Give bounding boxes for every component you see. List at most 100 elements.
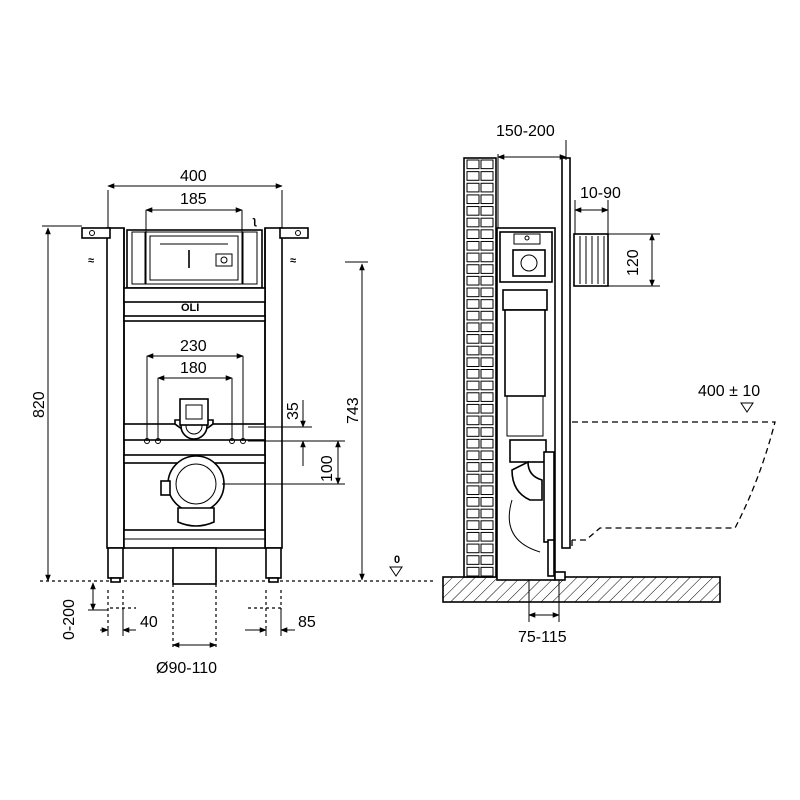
wave-icon-left: ≈ bbox=[88, 255, 94, 267]
brick bbox=[480, 287, 494, 298]
brick bbox=[480, 159, 494, 170]
brick bbox=[480, 240, 494, 251]
brick bbox=[480, 450, 494, 461]
brick bbox=[480, 566, 494, 577]
brick bbox=[480, 171, 494, 181]
brick bbox=[466, 403, 480, 414]
wave-icon-right: ≈ bbox=[290, 255, 296, 267]
brick bbox=[480, 392, 494, 402]
brick bbox=[480, 427, 494, 437]
foot-right bbox=[265, 547, 282, 579]
brick bbox=[466, 438, 480, 449]
brick bbox=[480, 334, 494, 344]
brick bbox=[480, 415, 494, 426]
dim-outlet-height: 743 bbox=[345, 397, 362, 424]
brick bbox=[480, 194, 494, 205]
brick bbox=[466, 380, 480, 391]
brick bbox=[466, 485, 480, 496]
brick bbox=[480, 473, 494, 484]
brick bbox=[480, 264, 494, 274]
brick bbox=[480, 357, 494, 368]
brick bbox=[480, 508, 494, 519]
brick bbox=[480, 531, 494, 542]
brick bbox=[480, 520, 494, 530]
brick bbox=[480, 485, 494, 496]
brick bbox=[466, 322, 480, 333]
wall-bracket-right bbox=[279, 227, 309, 239]
brick bbox=[466, 357, 480, 368]
brick bbox=[466, 450, 480, 461]
brick bbox=[466, 543, 480, 554]
dim-drain-diameter: Ø90-110 bbox=[156, 660, 217, 677]
brick bbox=[466, 217, 480, 228]
brick bbox=[480, 275, 494, 286]
dim-drain-offset: 75-115 bbox=[518, 629, 567, 646]
dim-foot-40: 40 bbox=[140, 614, 158, 631]
brick bbox=[466, 310, 480, 321]
brick bbox=[466, 206, 480, 216]
dim-plate-height: 120 bbox=[625, 249, 642, 276]
brick bbox=[466, 264, 480, 274]
brick bbox=[480, 217, 494, 228]
frame-right-upright bbox=[264, 227, 283, 549]
dim-width: 400 bbox=[180, 168, 207, 185]
brick bbox=[466, 252, 480, 263]
brick bbox=[466, 229, 480, 239]
brick bbox=[480, 206, 494, 216]
brick bbox=[466, 299, 480, 309]
dim-wall-gap: 150-200 bbox=[496, 123, 555, 140]
brick bbox=[466, 334, 480, 344]
brick bbox=[480, 462, 494, 472]
brick bbox=[466, 194, 480, 205]
brick bbox=[466, 159, 480, 170]
brick bbox=[466, 531, 480, 542]
drain-pipe bbox=[172, 547, 217, 585]
brick bbox=[480, 345, 494, 356]
toilet-bowl-outline bbox=[572, 421, 776, 541]
height-mark-icon bbox=[740, 402, 754, 413]
dim-bowl-height: 400 ± 10 bbox=[698, 383, 760, 400]
brick bbox=[466, 392, 480, 402]
brick bbox=[466, 275, 480, 286]
brick bbox=[466, 462, 480, 472]
brick bbox=[466, 182, 480, 193]
dim-offset-35: 35 bbox=[285, 402, 302, 420]
dim-flush-width: 185 bbox=[180, 191, 207, 208]
dim-plate-offset: 10-90 bbox=[580, 185, 621, 202]
brick bbox=[466, 240, 480, 251]
brick bbox=[466, 171, 480, 181]
floor-level-icon bbox=[389, 566, 403, 577]
dim-bolt-spacing-inner: 180 bbox=[180, 360, 207, 377]
wall-panel bbox=[561, 157, 571, 549]
front-view: ≈ ≈ ʅ OLI bbox=[31, 168, 435, 677]
wall-bracket-left bbox=[81, 227, 111, 239]
brick bbox=[480, 380, 494, 391]
brand-logo: OLI bbox=[181, 302, 199, 314]
brick bbox=[480, 310, 494, 321]
brick bbox=[466, 473, 480, 484]
brick bbox=[480, 438, 494, 449]
brick bbox=[466, 369, 480, 379]
foot-left bbox=[107, 547, 124, 579]
brick bbox=[480, 543, 494, 554]
dim-offset-100: 100 bbox=[319, 455, 336, 482]
floor-level-mark: 0 bbox=[394, 554, 400, 566]
brick bbox=[480, 182, 494, 193]
dim-bolt-spacing: 230 bbox=[180, 338, 207, 355]
brick bbox=[480, 252, 494, 263]
brick bbox=[480, 369, 494, 379]
water-inlet-icon: ʅ bbox=[252, 215, 257, 227]
brick bbox=[480, 229, 494, 239]
dim-height: 820 bbox=[31, 391, 48, 418]
brick bbox=[466, 427, 480, 437]
brick bbox=[480, 322, 494, 333]
brick bbox=[480, 299, 494, 309]
dim-foot-85: 85 bbox=[298, 614, 316, 631]
side-view: 150-200 10-90 120 400 ± 10 75-115 bbox=[442, 123, 776, 646]
floor-slab bbox=[442, 576, 721, 603]
brick bbox=[466, 555, 480, 565]
brick bbox=[480, 497, 494, 507]
dim-feet-adjust: 0-200 bbox=[61, 599, 78, 640]
brick bbox=[466, 287, 480, 298]
